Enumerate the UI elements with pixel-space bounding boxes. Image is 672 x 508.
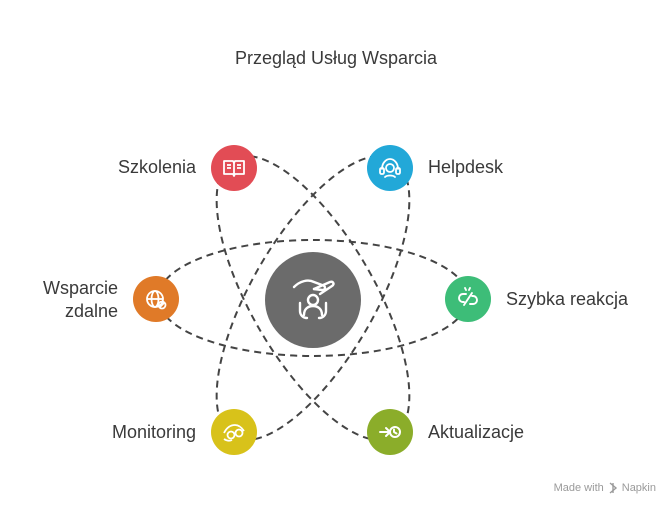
- label-wsparcie-zdalne-line1: Wsparcie: [42, 278, 118, 298]
- label-wsparcie-zdalne: Wsparcie zdalne: [0, 277, 118, 323]
- node-monitoring: [211, 409, 257, 455]
- node-szkolenia: [211, 145, 257, 191]
- node-szybka-reakcja: [445, 276, 491, 322]
- watermark-text: Made with: [553, 482, 604, 494]
- label-monitoring: Monitoring: [111, 422, 196, 442]
- book-icon: [223, 160, 245, 177]
- label-aktualizacje: Aktualizacje: [428, 422, 525, 442]
- napkin-logo-icon: [609, 482, 617, 494]
- diagram-title: Przegląd Usług Wsparcia: [234, 48, 438, 68]
- headset-icon: [379, 158, 401, 178]
- update-arrow-icon: [379, 426, 401, 438]
- node-aktualizacje: [367, 409, 413, 455]
- watermark-brand: Napkin: [621, 482, 656, 494]
- globe-icon: [146, 290, 167, 310]
- node-helpdesk: [367, 145, 413, 191]
- label-helpdesk: Helpdesk: [428, 157, 504, 177]
- label-szybka-reakcja: Szybka reakcja: [506, 289, 629, 309]
- center-hub: [265, 252, 361, 348]
- link-icon: [458, 287, 478, 306]
- label-wsparcie-zdalne-line2: zdalne: [64, 301, 118, 321]
- label-szkolenia: Szkolenia: [117, 157, 196, 177]
- watermark: Made with Napkin: [554, 482, 656, 494]
- eye-icon: [223, 424, 245, 442]
- node-wsparcie-zdalne: [133, 276, 179, 322]
- hand-person-icon: [292, 279, 335, 320]
